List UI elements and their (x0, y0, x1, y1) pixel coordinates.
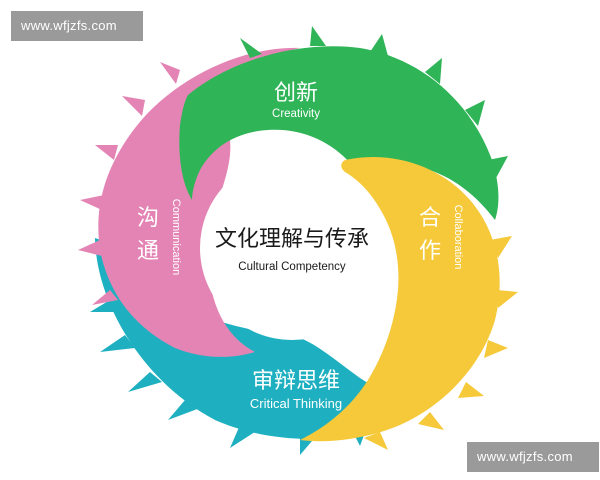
creativity-title-zh: 创新 (274, 81, 318, 106)
communication-title-zh-2: 通 (137, 239, 159, 264)
creativity-segment (179, 46, 499, 221)
center-title-zh: 文化理解与传承 (215, 227, 369, 252)
collaboration-title-zh-1: 合 (419, 206, 441, 231)
center-circle (200, 156, 384, 340)
communication-brush-strokes (78, 62, 180, 305)
watermark-top: www.wfjzfs.com (11, 11, 143, 41)
critical-thinking-segment (95, 238, 440, 439)
critical-thinking-title-zh: 审辩思维 (252, 369, 340, 394)
collaboration-title-zh-2: 作 (419, 239, 441, 264)
communication-title-zh-1: 沟 (137, 206, 159, 231)
center-title-en: Cultural Competency (238, 261, 346, 273)
collaboration-brush-strokes (364, 236, 518, 450)
collaboration-title-en: Collaboration (452, 205, 464, 270)
critical-thinking-title-en: Critical Thinking (250, 396, 342, 411)
creativity-brush-strokes (240, 26, 508, 178)
communication-title-en: Communication (170, 199, 182, 275)
watermark-bottom: www.wfjzfs.com (467, 442, 599, 472)
communication-segment (98, 47, 300, 357)
creativity-title-en: Creativity (272, 108, 320, 120)
collaboration-segment (300, 156, 500, 442)
